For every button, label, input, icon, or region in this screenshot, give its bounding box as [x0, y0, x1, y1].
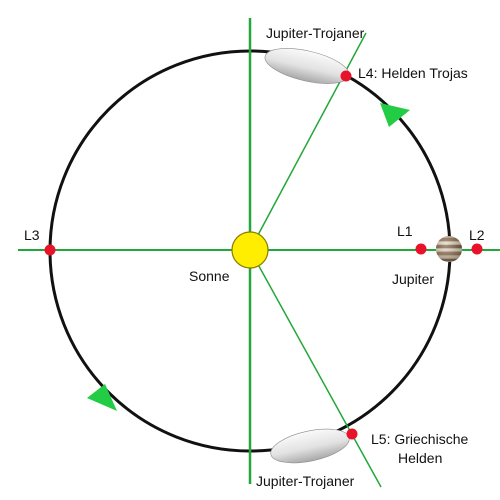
- label-l5-line1: L5: Griechische: [371, 431, 469, 447]
- label-sun: Sonne: [189, 268, 230, 284]
- label-jupiter: Jupiter: [392, 271, 435, 287]
- label-l5-line2: Helden: [398, 450, 443, 466]
- label-l2: L2: [469, 227, 485, 243]
- l1-point: [415, 243, 427, 255]
- l3-point: [44, 244, 56, 256]
- label-l4: L4: Helden Trojas: [358, 65, 468, 81]
- label-l1: L1: [397, 223, 413, 239]
- orbit-direction-arrow-bottom: [87, 384, 117, 411]
- l5-point: [346, 428, 358, 440]
- jupiter-icon: [436, 236, 462, 262]
- label-l3: L3: [24, 227, 40, 243]
- orbit-direction-arrow-top: [380, 103, 410, 127]
- sun-icon: [231, 231, 269, 269]
- l2-point: [471, 243, 483, 255]
- l4-point: [340, 70, 352, 82]
- label-trojans-top: Jupiter-Trojaner: [266, 25, 365, 41]
- l5-line: [249, 249, 382, 488]
- label-trojans-bottom: Jupiter-Trojaner: [256, 473, 355, 489]
